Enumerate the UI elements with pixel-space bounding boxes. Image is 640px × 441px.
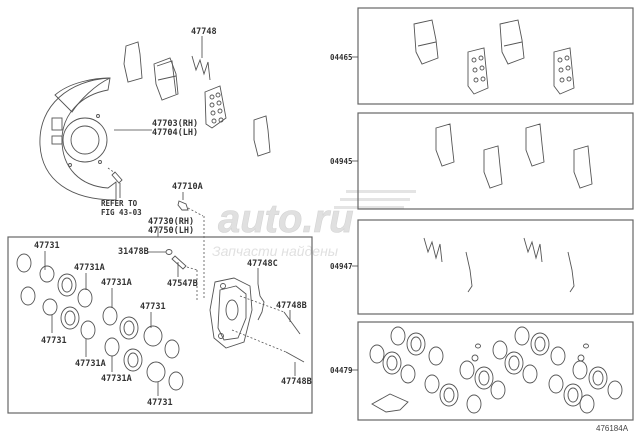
bolt-part[interactable] [111, 171, 123, 184]
seal-ring[interactable] [104, 337, 120, 357]
seal-ring[interactable] [102, 306, 118, 326]
kit-code-04479: 04479 [330, 366, 353, 375]
piston[interactable] [146, 361, 166, 383]
kit-04465-pads[interactable] [413, 19, 575, 95]
kit-code-04465: 04465 [330, 53, 353, 62]
kit-code-04945: 04945 [330, 157, 353, 166]
kit-04479-rings[interactable] [369, 326, 623, 414]
brake-pad-part[interactable] [153, 57, 179, 101]
piston-seal[interactable] [60, 306, 80, 330]
label-47731a-d: 47731A [101, 374, 132, 384]
label-47750: 47750(LH) [148, 226, 194, 236]
label-47731a-c: 47731A [75, 359, 106, 369]
caliper-group-box [7, 236, 313, 414]
figure-id: 476184A [596, 424, 629, 433]
seal-ring[interactable] [164, 339, 180, 359]
seal-ring[interactable] [16, 253, 32, 273]
kit-code-04947: 04947 [330, 262, 353, 271]
label-47748: 47748 [191, 27, 217, 37]
label-47703: 47703(RH) [152, 119, 198, 129]
label-47748b-upper: 47748B [276, 301, 307, 311]
label-47547b: 47547B [167, 279, 198, 289]
label-47748b-lower: 47748B [281, 377, 312, 387]
piston-seal-rings [16, 253, 184, 391]
piston[interactable] [42, 298, 58, 316]
label-47731a-a: 47731A [74, 263, 105, 273]
kit-box-04947 [357, 219, 634, 315]
refer-to-label: REFER TO [101, 199, 138, 208]
dust-cover-part[interactable] [39, 77, 117, 201]
piston-seal[interactable] [119, 316, 139, 340]
label-47731a-b: 47731A [101, 278, 132, 288]
bleeder-plug-part[interactable] [165, 249, 173, 255]
seal-ring[interactable] [80, 320, 96, 340]
brake-pad-part[interactable] [204, 85, 227, 129]
caliper-pin-part[interactable] [283, 311, 301, 335]
pad-clip-part[interactable] [191, 55, 211, 81]
label-47748c: 47748C [247, 259, 278, 269]
bleeder-cap-part[interactable] [177, 200, 189, 211]
fig-reference-label: FIG 43-03 [101, 208, 142, 217]
label-47731-c: 47731 [41, 336, 67, 346]
piston-seal[interactable] [123, 348, 143, 372]
bleeder-screw-part[interactable] [171, 255, 187, 270]
shim-part[interactable] [253, 115, 271, 157]
label-47704: 47704(LH) [152, 128, 198, 138]
piston[interactable] [143, 325, 163, 347]
watermark-stripes [334, 190, 416, 209]
seal-ring[interactable] [168, 371, 184, 391]
label-47710a: 47710A [172, 182, 203, 192]
label-47731-d: 47731 [147, 398, 173, 408]
seal-ring[interactable] [77, 288, 93, 308]
caliper-pin-part[interactable] [285, 351, 305, 363]
watermark: auto.ru Запчасти найдены [212, 190, 416, 259]
kit-box-04465 [357, 7, 634, 105]
caliper-body-part[interactable] [209, 277, 253, 349]
seal-ring[interactable] [20, 286, 36, 306]
shim-part[interactable] [123, 41, 143, 83]
label-31478b: 31478B [118, 247, 149, 257]
label-47731-b: 47731 [140, 302, 166, 312]
watermark-tagline: Запчасти найдены [212, 243, 339, 259]
kit-04947-fittings[interactable] [423, 237, 575, 293]
anti-squeal-spring-part[interactable] [257, 283, 265, 321]
kit-04945-shims[interactable] [435, 123, 593, 189]
piston[interactable] [39, 265, 55, 283]
label-47730: 47730(RH) [148, 217, 194, 227]
watermark-logo: auto.ru [218, 197, 354, 241]
kit-box-04945 [357, 112, 634, 210]
piston-seal[interactable] [57, 273, 77, 297]
kit-box-04479 [357, 321, 634, 421]
label-47731-a: 47731 [34, 241, 60, 251]
